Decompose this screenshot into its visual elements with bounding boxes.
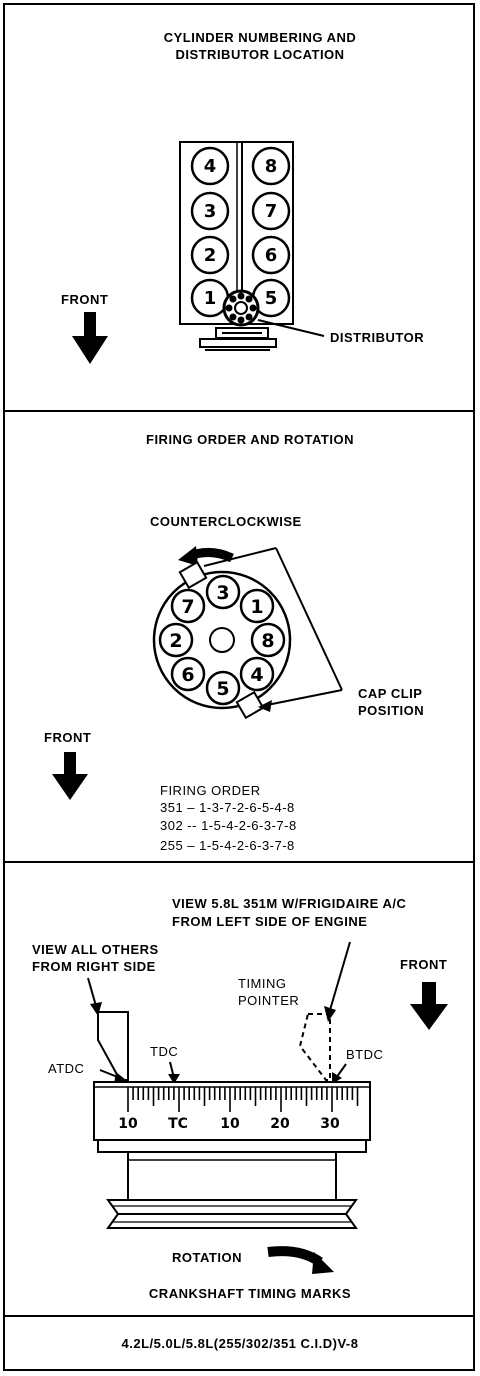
cylinder-6 bbox=[251, 235, 291, 275]
rotation-direction-label: COUNTERCLOCKWISE bbox=[150, 514, 302, 529]
atdc-label: ATDC bbox=[48, 1061, 85, 1076]
engine-application-label: 4.2L/5.0L/5.8L(255/302/351 C.I.D)V-8 bbox=[121, 1336, 359, 1351]
terminal-1 bbox=[239, 588, 275, 624]
terminal-5 bbox=[205, 670, 241, 706]
cylinder-3 bbox=[190, 191, 230, 231]
cylinder-label: 2 bbox=[204, 245, 217, 266]
scale-label: 20 bbox=[270, 1116, 290, 1132]
cylinder-label: 7 bbox=[265, 201, 278, 222]
terminal-label: 2 bbox=[169, 630, 182, 652]
cylinder-label: 1 bbox=[204, 288, 217, 309]
terminal-3 bbox=[205, 574, 241, 610]
section2-title: FIRING ORDER AND ROTATION bbox=[146, 432, 354, 447]
cylinder-8 bbox=[251, 146, 291, 186]
timing-pointer-solid bbox=[97, 1011, 129, 1081]
engine-block-diagram: 4 3 2 1 8 7 6 5 bbox=[72, 141, 325, 364]
terminal-label: 3 bbox=[216, 582, 229, 604]
section-divider bbox=[3, 410, 475, 412]
distributor-icon bbox=[222, 289, 260, 327]
cap-clip-bottom bbox=[235, 690, 265, 720]
firing-order-351: 351 – 1-3-7-2-6-5-4-8 bbox=[160, 800, 295, 815]
view-others-label-line1: VIEW ALL OTHERS bbox=[32, 942, 159, 957]
cap-terminals bbox=[158, 574, 286, 706]
right-bank bbox=[251, 146, 291, 318]
damper-hub bbox=[127, 1151, 337, 1201]
firing-order-title: FIRING ORDER bbox=[160, 783, 261, 798]
section1-title-line2: DISTRIBUTOR LOCATION bbox=[175, 47, 345, 62]
cylinder-label: 8 bbox=[265, 156, 278, 177]
scale-label: 10 bbox=[220, 1116, 240, 1132]
damper-outer-ring bbox=[93, 1081, 371, 1141]
scale-label: 10 bbox=[118, 1116, 138, 1132]
distributor-leader-line bbox=[257, 319, 325, 337]
front-label: FRONT bbox=[400, 957, 448, 972]
terminal-label: 7 bbox=[181, 596, 194, 618]
firing-order-255: 255 – 1-5-4-2-6-3-7-8 bbox=[160, 838, 295, 853]
terminal-label: 6 bbox=[181, 664, 194, 686]
scale-label: 30 bbox=[320, 1116, 340, 1132]
cap-clip-label-line1: CAP CLIP bbox=[358, 686, 423, 701]
terminal-2 bbox=[158, 622, 194, 658]
view-58-label-line2: FROM LEFT SIDE OF ENGINE bbox=[172, 914, 368, 929]
timing-marks-diagram: 10 TC 10 20 30 bbox=[87, 941, 448, 1274]
view-58-label-line1: VIEW 5.8L 351M W/FRIGIDAIRE A/C bbox=[172, 896, 407, 911]
front-arrow-icon bbox=[72, 312, 108, 364]
cylinder-2 bbox=[190, 235, 230, 275]
cylinder-label: 6 bbox=[265, 245, 278, 266]
timing-pointer-label-line2: POINTER bbox=[238, 993, 300, 1008]
cap-clip-label-line2: POSITION bbox=[358, 703, 425, 718]
diagram-frame bbox=[3, 3, 475, 1371]
section1-title-line1: CYLINDER NUMBERING AND bbox=[163, 30, 357, 45]
section-divider bbox=[3, 861, 475, 863]
front-label: FRONT bbox=[61, 292, 109, 307]
terminal-8 bbox=[250, 622, 286, 658]
terminal-label: 5 bbox=[216, 678, 229, 700]
terminal-label: 8 bbox=[261, 630, 274, 652]
timing-pointer-label-line1: TIMING bbox=[238, 976, 287, 991]
cylinder-label: 3 bbox=[204, 201, 217, 222]
section-divider bbox=[3, 1315, 475, 1317]
firing-order-302: 302 -- 1-5-4-2-6-3-7-8 bbox=[160, 818, 297, 833]
terminal-4 bbox=[239, 656, 275, 692]
front-arrow-icon bbox=[410, 982, 448, 1030]
front-arrow-icon bbox=[52, 752, 88, 800]
engine-front-base bbox=[199, 327, 277, 351]
terminal-label: 4 bbox=[250, 664, 263, 686]
terminal-6 bbox=[170, 656, 206, 692]
cap-clip-top bbox=[178, 560, 208, 590]
crankshaft-timing-caption: CRANKSHAFT TIMING MARKS bbox=[148, 1286, 352, 1301]
rotation-arrow-icon bbox=[267, 1246, 323, 1267]
cylinder-4 bbox=[190, 146, 230, 186]
terminal-label: 1 bbox=[250, 596, 263, 618]
front-label: FRONT bbox=[44, 730, 92, 745]
timing-pointer-dashed bbox=[298, 1013, 331, 1081]
rotation-label: ROTATION bbox=[172, 1250, 242, 1265]
tdc-label: TDC bbox=[150, 1044, 179, 1059]
terminal-7 bbox=[170, 588, 206, 624]
distributor-label: DISTRIBUTOR bbox=[330, 330, 425, 345]
timing-scale-ticks bbox=[127, 1087, 359, 1112]
view-others-label-line2: FROM RIGHT SIDE bbox=[32, 959, 156, 974]
scale-label: TC bbox=[168, 1116, 188, 1132]
btdc-label: BTDC bbox=[346, 1047, 384, 1062]
distributor-cap-diagram: 3 1 8 4 5 6 2 7 bbox=[52, 546, 343, 800]
cylinder-label: 4 bbox=[204, 156, 217, 177]
center-terminal bbox=[209, 627, 235, 653]
cylinder-7 bbox=[251, 191, 291, 231]
cylinder-label: 5 bbox=[265, 288, 278, 309]
